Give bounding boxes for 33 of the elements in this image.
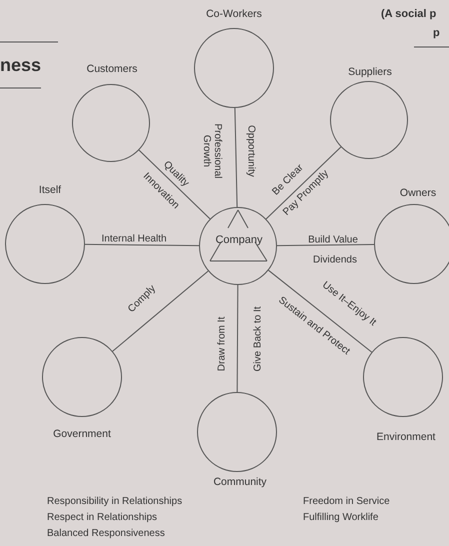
title-fragment: p (433, 27, 440, 39)
stakeholder-label: Customers (86, 63, 138, 75)
connector-line (268, 270, 372, 353)
stakeholder-label: Co-Workers (206, 8, 262, 20)
value-text: Freedom in Service (303, 496, 390, 507)
stakeholder-label: Government (53, 428, 111, 440)
stakeholder-label: Itself (38, 184, 62, 196)
edge-label: Build Value (308, 234, 358, 246)
edge-label: Draw from It (216, 316, 228, 372)
line-caption: Give Back to It (252, 306, 264, 372)
value-text: Respect in Relationships (47, 512, 158, 523)
connector-line (276, 244, 374, 246)
line-caption: Professional Growth (201, 122, 223, 181)
line-caption: Dividends (313, 254, 357, 266)
value-text: Balanced Responsiveness (47, 528, 165, 539)
edge-label: Opportunity (246, 125, 256, 177)
connector-line (138, 150, 210, 220)
edge-label: Internal Health (101, 234, 167, 244)
stakeholder-label: Environment (376, 431, 436, 443)
stakeholder-label: Community (213, 476, 267, 488)
connector-line (84, 244, 200, 246)
stakeholder-label: Owners (400, 187, 436, 199)
node-label: Company (215, 234, 263, 246)
connector-line (236, 284, 238, 392)
value-text: Fulfilling Worklife (303, 512, 378, 523)
connector-line (234, 108, 238, 208)
company-circle (199, 207, 277, 285)
connector-line (266, 146, 342, 220)
connector-line (112, 270, 209, 352)
title-fragment: (A social p (381, 8, 436, 20)
heading-fragment: ness (0, 55, 42, 76)
value-text: Responsibility in Relationships (47, 496, 182, 507)
stakeholder-label: Suppliers (348, 66, 392, 78)
